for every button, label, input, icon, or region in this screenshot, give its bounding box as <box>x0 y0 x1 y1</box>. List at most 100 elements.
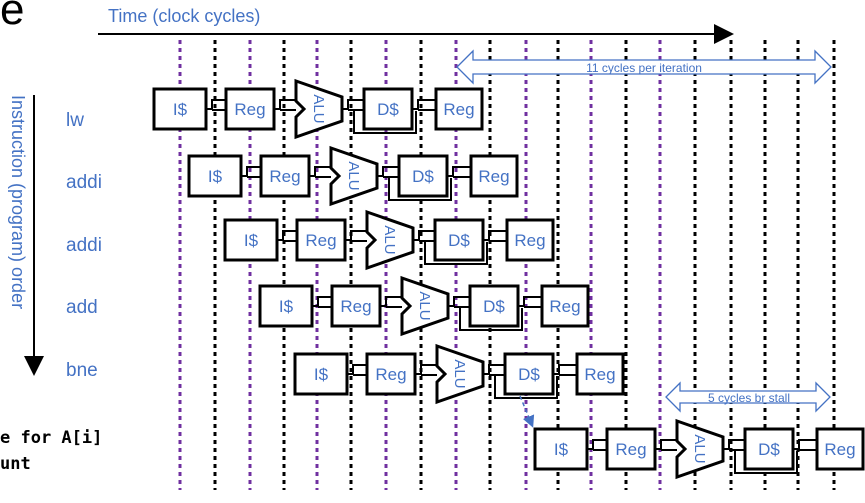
order-axis-label: Instruction (program) order <box>8 95 28 309</box>
pipeline-wire <box>655 439 677 450</box>
writeback-stage-box <box>469 154 519 198</box>
writeback-stage-label: Reg <box>584 365 615 384</box>
decode-stage-label: Reg <box>375 365 406 384</box>
fetch-stage-label: I$ <box>554 440 569 459</box>
iteration-span-label: 11 cycles per iteration <box>586 61 702 75</box>
writeback-stage-box <box>815 427 865 471</box>
pipeline-wire <box>345 230 367 241</box>
alu-stage-label: ALU <box>451 359 468 388</box>
pipeline-row-5: I$ Reg ALU D$ Reg <box>293 343 625 405</box>
memory-stage-label: D$ <box>412 167 434 186</box>
pipeline-wire <box>494 376 558 399</box>
pipeline-wire <box>723 439 745 450</box>
pipeline-wire <box>459 308 523 331</box>
instruction-label-add: add <box>66 297 98 318</box>
alu-stage-label: ALU <box>381 225 398 254</box>
decode-stage-label: Reg <box>234 100 265 119</box>
pipeline-wire <box>380 296 402 307</box>
memory-stage-box <box>468 284 520 328</box>
pipeline-wire <box>587 439 607 450</box>
pipeline-wire <box>412 99 436 110</box>
writeback-stage-label: Reg <box>549 297 580 316</box>
pipeline-wire <box>447 166 471 177</box>
alu-stage-label: ALU <box>310 94 327 123</box>
pipeline-wire <box>241 166 261 177</box>
code-fragment-line2: unt <box>0 454 31 474</box>
pipeline-wire <box>312 296 332 307</box>
instruction-label-lw: lw <box>66 110 84 131</box>
pipeline-wire <box>793 439 817 450</box>
writeback-stage-label: Reg <box>514 231 545 250</box>
pipeline-row-3: I$ Reg ALU D$ Reg <box>223 209 555 271</box>
decode-stage-box <box>605 427 657 471</box>
branch-stall-span: 5 cycles br stall <box>665 381 831 413</box>
pipeline-wire <box>277 230 297 241</box>
pipeline-wire <box>342 99 364 110</box>
fetch-stage-box <box>258 284 314 328</box>
fetch-stage-label: I$ <box>244 231 259 250</box>
pipeline-row-2: I$ Reg ALU D$ Reg <box>187 145 519 207</box>
memory-stage-label: D$ <box>377 100 399 119</box>
pipeline-row-6: I$ Reg ALU D$ Reg <box>533 418 865 480</box>
memory-stage-label: D$ <box>758 440 780 459</box>
writeback-stage-label: Reg <box>824 440 855 459</box>
pipeline-wire <box>206 99 226 110</box>
decode-stage-label: Reg <box>269 167 300 186</box>
memory-stage-label: D$ <box>448 231 470 250</box>
pipeline-wire <box>309 166 331 177</box>
instruction-label-addi-1: addi <box>66 172 102 193</box>
pipeline-wire <box>413 230 435 241</box>
fetch-stage-label: I$ <box>279 297 294 316</box>
branch-stall-label: 5 cycles br stall <box>708 391 790 405</box>
pipeline-wire <box>448 296 470 307</box>
instruction-label-addi-2: addi <box>66 235 102 256</box>
slide-title-fragment: e <box>0 0 24 34</box>
writeback-stage-box <box>540 284 590 328</box>
time-axis-label: Time (clock cycles) <box>108 6 260 26</box>
fetch-stage-box <box>223 218 279 262</box>
pipeline-row-1: I$ Reg ALU D$ Reg <box>152 78 484 140</box>
memory-stage-box <box>362 87 414 131</box>
pipeline-wire <box>483 230 507 241</box>
pipeline-wire <box>377 166 399 177</box>
alu-shape <box>400 275 450 337</box>
alu-shape <box>365 209 415 271</box>
alu-shape <box>675 418 725 480</box>
pipeline-wire <box>353 111 417 134</box>
decode-stage-label: Reg <box>340 297 371 316</box>
fetch-stage-box <box>293 352 349 396</box>
alu-shape <box>294 78 344 140</box>
pipeline-wire <box>483 364 505 375</box>
fetch-stage-label: I$ <box>173 100 188 119</box>
alu-shape <box>329 145 379 207</box>
writeback-stage-box <box>575 352 625 396</box>
decode-stage-label: Reg <box>615 440 646 459</box>
fetch-stage-label: I$ <box>208 167 223 186</box>
pipeline-wire <box>734 451 798 474</box>
writeback-stage-label: Reg <box>478 167 509 186</box>
clock-cycle-dividers <box>178 40 836 490</box>
pipeline-wire <box>518 296 542 307</box>
alu-stage-label: ALU <box>691 434 708 463</box>
alu-stage-label: ALU <box>345 161 362 190</box>
pipeline-wire <box>424 242 488 265</box>
alu-shape <box>435 343 485 405</box>
memory-stage-box <box>743 427 795 471</box>
pipeline-wire <box>553 364 577 375</box>
pipeline-wire <box>274 99 296 110</box>
decode-stage-label: Reg <box>305 231 336 250</box>
fetch-stage-label: I$ <box>314 365 329 384</box>
pipeline-wire <box>415 364 437 375</box>
memory-stage-label: D$ <box>483 297 505 316</box>
writeback-stage-box <box>434 87 484 131</box>
code-fragment-line1: e for A[i] <box>0 428 102 448</box>
memory-stage-label: D$ <box>518 365 540 384</box>
instruction-label-bne: bne <box>66 360 98 381</box>
writeback-stage-box <box>505 218 555 262</box>
iteration-span: 11 cycles per iteration <box>456 49 832 85</box>
writeback-stage-label: Reg <box>443 100 474 119</box>
pipeline-wire <box>347 364 367 375</box>
